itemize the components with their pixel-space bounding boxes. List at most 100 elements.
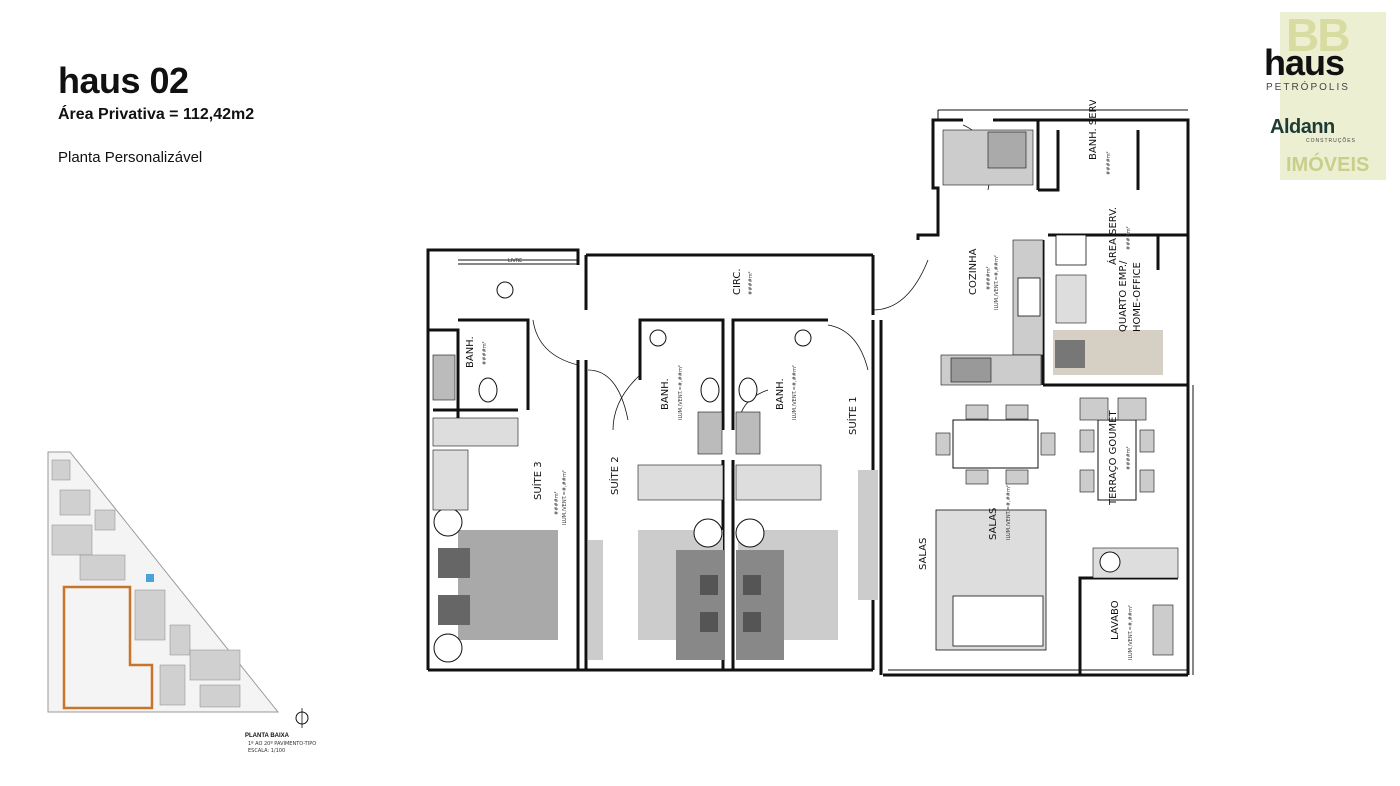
- room-ilum-suite-3: ILUM./VENT.=#,##m²: [562, 470, 568, 525]
- kitchen-sink: [1017, 277, 1041, 317]
- room-area-banh-serv: ####m²: [1106, 151, 1112, 175]
- suite-2-chair-top: [700, 575, 718, 595]
- suite-2-desk: [676, 550, 724, 660]
- suite-2-lamp: [693, 518, 723, 548]
- suite-2-panel: [588, 540, 603, 660]
- key-plan-building: [47, 451, 309, 728]
- suite-1-lamp: [735, 518, 765, 548]
- fridge: [987, 131, 1027, 169]
- dining-chair: [1005, 469, 1029, 485]
- room-label-banh-suite-3: BANH.: [465, 336, 476, 368]
- suite-3-bed: [458, 530, 558, 640]
- construcoes-logo-text: CONSTRUÇÕES: [1306, 138, 1356, 144]
- private-area-label: Área Privativa = 112,42m2: [58, 106, 255, 123]
- key-plan-subtitle: 1º AO 20º PAVIMENTO-TIPO: [248, 741, 316, 747]
- gourmet-chair: [1117, 397, 1147, 421]
- gourmet-table: [1097, 419, 1137, 501]
- room-label-suite-2: SUÍTE 2: [608, 456, 621, 495]
- home-office-shelf: [1055, 274, 1087, 324]
- haus-logo-text: haus: [1264, 42, 1345, 83]
- room-label-banh-suite-2: BANH.: [660, 378, 671, 410]
- room-area-banh-suite-3: ####m²: [482, 341, 488, 365]
- room-label-area-serv: ÁREA SERV.: [1106, 207, 1119, 265]
- dining-chair: [1040, 432, 1056, 456]
- room-label-circ: CIRC.: [732, 268, 743, 295]
- room-ilum-lavabo: ILUM./VENT.=#,##m²: [1128, 605, 1134, 660]
- gourmet-chair: [1079, 469, 1095, 493]
- key-plan-title: PLANTA BAIXA: [245, 733, 290, 739]
- gourmet-chair: [1139, 469, 1155, 493]
- gourmet-chair: [1139, 429, 1155, 453]
- gourmet-chair: [1079, 429, 1095, 453]
- room-ilum-salas: ILUM./VENT.=#,##m²: [1006, 485, 1012, 540]
- lavabo-sink: [1152, 604, 1174, 656]
- key-plan: PLANTA BAIXA 1º AO 20º PAVIMENTO-TIPO ES…: [47, 451, 316, 754]
- dining-chair: [965, 469, 989, 485]
- dining-chair: [935, 432, 951, 456]
- room-label-livre: LIVRE: [508, 258, 522, 264]
- imoveis-logo-text: IMÓVEIS: [1286, 154, 1370, 176]
- shower-icon: [794, 329, 812, 347]
- gourmet-chair: [1079, 397, 1109, 421]
- suite-3-lamp-top: [433, 507, 463, 537]
- home-office-chair: [1055, 340, 1085, 368]
- room-area-cozinha: ####m²: [986, 266, 992, 290]
- furniture: [432, 129, 1179, 663]
- room-ilum-banh-suite-2: ILUM./VENT.=#,##m²: [678, 365, 684, 420]
- room-ilum-banh-suite-1: ILUM./VENT.=#,##m²: [792, 365, 798, 420]
- cooktop: [950, 357, 992, 383]
- room-label-terraco-gourmet: TERRAÇO GOUMET: [1108, 409, 1119, 506]
- toilet-icon: [738, 377, 758, 403]
- room-label-salas: SALAS: [918, 538, 929, 570]
- banh-sink-3: [432, 354, 456, 401]
- door-swings: [532, 124, 991, 431]
- dining-chair: [965, 404, 989, 420]
- petropolis-logo-text: PETRÓPOLIS: [1266, 82, 1350, 93]
- suite-1-desk: [736, 550, 784, 660]
- toilet-icon: [478, 377, 498, 403]
- floor-plan: BANH. SERV. ####m² ÁREA SERV. ####m² COZ…: [426, 100, 1194, 677]
- suite-1-wardrobe: [735, 464, 822, 501]
- room-label-lavabo: LAVABO: [1110, 600, 1121, 640]
- room-label-cozinha: COZINHA: [968, 248, 979, 295]
- room-area-terraco: ####m²: [1126, 446, 1132, 470]
- windows: [458, 109, 1194, 675]
- room-label-suite-3: SUÍTE 3: [531, 461, 544, 500]
- washing-machine: [1055, 234, 1087, 266]
- suite-1-chair-top: [743, 575, 761, 595]
- banh-sink-2: [735, 411, 761, 455]
- key-plan-scale: ESCALA: 1/100: [248, 748, 285, 754]
- suite-1-chair-bottom: [743, 612, 761, 632]
- brand-logo: BB haus PETRÓPOLIS Aldann CONSTRUÇÕES IM…: [1262, 9, 1390, 184]
- customizable-plan-note: Planta Personalizável: [58, 149, 203, 166]
- circulation-panel: [858, 470, 878, 600]
- page-title: haus 02: [58, 60, 189, 101]
- suite-3-wardrobe-side: [432, 449, 469, 511]
- room-label-suite-1: SUÍTE 1: [846, 396, 859, 435]
- aldann-logo-text: Aldann: [1270, 116, 1335, 138]
- shower-icon: [496, 281, 514, 299]
- banh-sink-1: [697, 411, 723, 455]
- dining-chair: [1005, 404, 1029, 420]
- room-area-area-serv: ####m²: [1126, 226, 1132, 250]
- room-label-quarto-emp: QUARTO EMP./: [1118, 260, 1129, 332]
- grill-icon: [1099, 551, 1121, 573]
- suite-3-nightstand-bottom: [438, 595, 470, 625]
- room-label-banh-serv: BANH. SERV.: [1088, 100, 1099, 160]
- shower-icon: [649, 329, 667, 347]
- bb-logo-text: BB: [1286, 9, 1350, 61]
- room-label-home-office: HOME-OFFICE: [1132, 262, 1143, 332]
- bb-imoveis-watermark: [1280, 12, 1386, 180]
- room-labels: BANH. SERV. ####m² ÁREA SERV. ####m² COZ…: [465, 100, 1143, 660]
- suite-3-wardrobe: [432, 417, 519, 447]
- unit-highlight: [62, 585, 154, 710]
- suite-2-wardrobe: [637, 464, 724, 501]
- suite-2-chair-bottom: [700, 612, 718, 632]
- dining-table: [952, 419, 1039, 469]
- room-area-suite-3: ####m²: [554, 491, 560, 515]
- room-label-salas-2: SALAS: [988, 508, 999, 540]
- toilet-icon: [700, 377, 720, 403]
- room-area-circ: ####m²: [748, 271, 754, 295]
- sofa-chaise: [952, 595, 1044, 647]
- room-ilum-cozinha: ILUM./VENT.=#,##m²: [994, 255, 1000, 310]
